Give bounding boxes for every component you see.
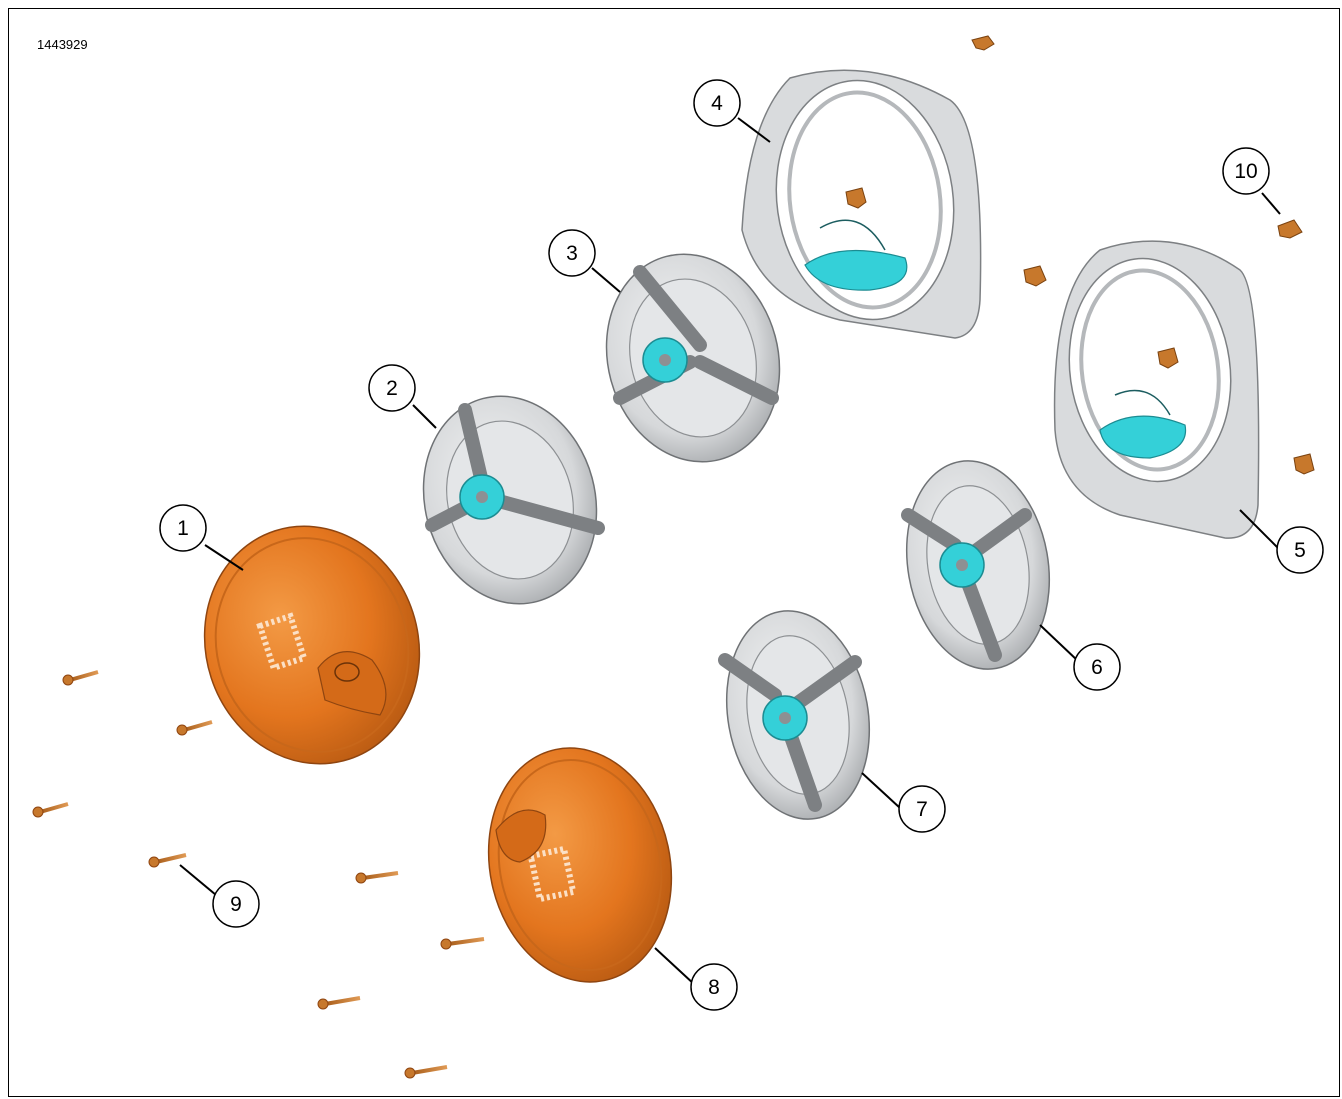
callout-8: 8	[690, 963, 738, 1011]
callout-9: 9	[212, 880, 260, 928]
screw	[404, 1065, 448, 1079]
svg-text:8: 8	[708, 976, 720, 999]
clip	[1277, 219, 1303, 239]
screw	[148, 853, 187, 868]
screw	[176, 720, 213, 736]
speaker-lower-rear	[901, 460, 1051, 670]
svg-text:9: 9	[230, 893, 242, 916]
figure-id: 1443929	[37, 37, 88, 52]
svg-text:10: 10	[1234, 160, 1257, 183]
clip	[971, 35, 995, 51]
svg-text:7: 7	[916, 798, 928, 821]
clip	[1157, 347, 1179, 369]
screw	[32, 802, 69, 818]
svg-text:4: 4	[711, 92, 723, 115]
callouts: 1 2 3 4 5 6 7 8 9 10	[159, 79, 1324, 1011]
callout-2: 2	[368, 364, 416, 412]
clip	[1023, 265, 1047, 287]
screw	[440, 937, 485, 950]
svg-text:2: 2	[386, 377, 398, 400]
callout-7: 7	[898, 785, 946, 833]
svg-text:3: 3	[566, 242, 578, 265]
speaker-upper-rear	[605, 253, 781, 463]
callout-5: 5	[1276, 526, 1324, 574]
screws	[32, 670, 485, 1079]
callout-10: 10	[1222, 147, 1270, 195]
clip	[845, 187, 867, 209]
callout-1: 1	[159, 504, 207, 552]
clip	[1293, 453, 1315, 475]
screw	[355, 871, 399, 884]
callout-3: 3	[548, 229, 596, 277]
screw	[317, 996, 361, 1010]
speaker-grille-cover-upper	[203, 525, 421, 765]
speaker-upper-front	[422, 395, 605, 605]
callout-4: 4	[693, 79, 741, 127]
speaker-grille-cover-lower	[487, 747, 673, 983]
screw	[62, 670, 99, 686]
speaker-adapter-lower	[1053, 240, 1260, 539]
leader-lines	[179, 117, 1281, 986]
clips	[845, 35, 1315, 475]
svg-text:1: 1	[177, 517, 189, 540]
svg-text:6: 6	[1091, 656, 1103, 679]
svg-text:5: 5	[1294, 539, 1306, 562]
callout-6: 6	[1073, 643, 1121, 691]
speaker-lower-front	[718, 610, 871, 820]
